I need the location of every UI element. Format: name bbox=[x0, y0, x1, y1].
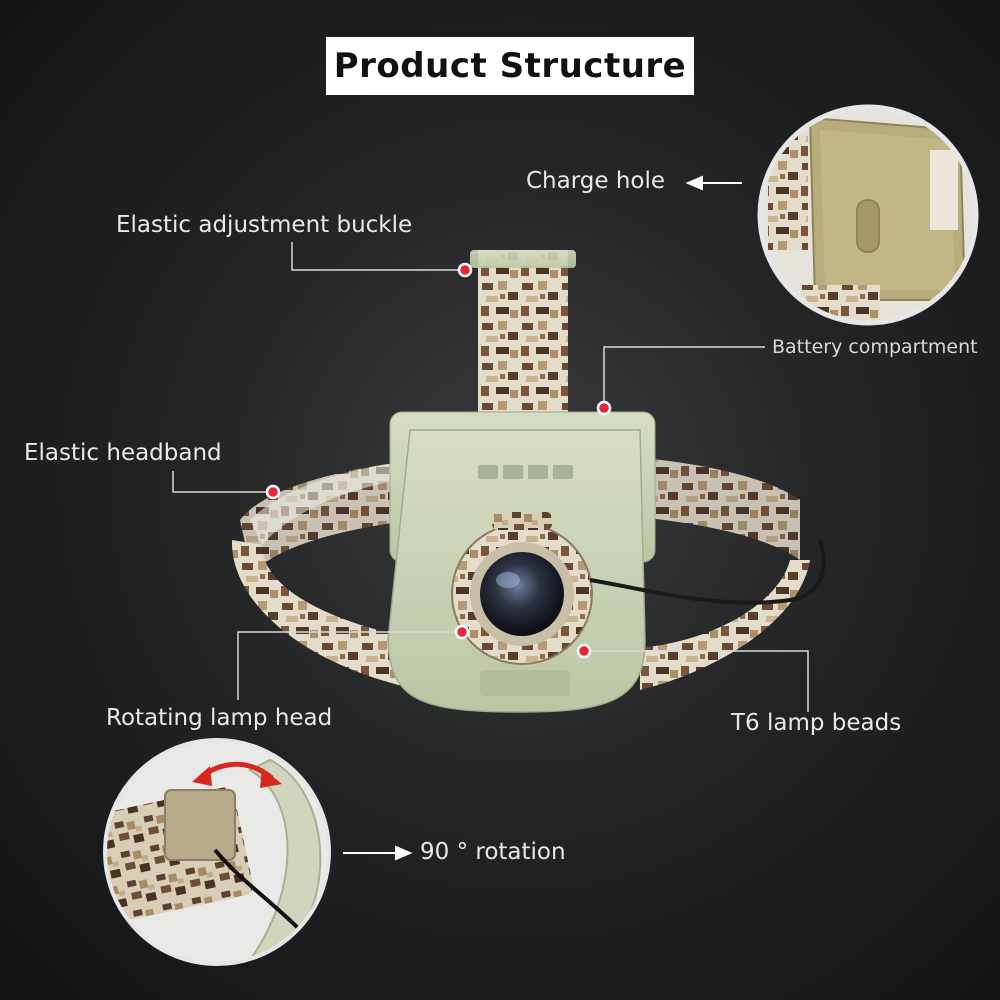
label-battery-compartment: Battery compartment bbox=[772, 336, 978, 358]
double-arrow-icon bbox=[192, 761, 282, 788]
red-dot-icon bbox=[454, 624, 470, 640]
red-dot-icon bbox=[457, 262, 473, 278]
rotation-arrow-icon bbox=[343, 845, 413, 861]
red-dot-icon bbox=[576, 643, 592, 659]
red-dot-icon bbox=[596, 400, 612, 416]
label-rotating-lamp-head: Rotating lamp head bbox=[106, 705, 333, 731]
label-elastic-headband: Elastic headband bbox=[24, 440, 222, 466]
charge-hole-arrow-icon bbox=[685, 175, 742, 191]
label-90-rotation: 90 ° rotation bbox=[420, 839, 566, 865]
label-charge-hole: Charge hole bbox=[526, 168, 666, 194]
title-box: Product Structure bbox=[326, 37, 694, 95]
label-elastic-adjustment-buckle: Elastic adjustment buckle bbox=[116, 212, 413, 238]
page-title: Product Structure bbox=[333, 46, 687, 86]
red-dot-icon bbox=[265, 484, 281, 500]
label-t6-lamp-beads: T6 lamp beads bbox=[731, 710, 902, 736]
